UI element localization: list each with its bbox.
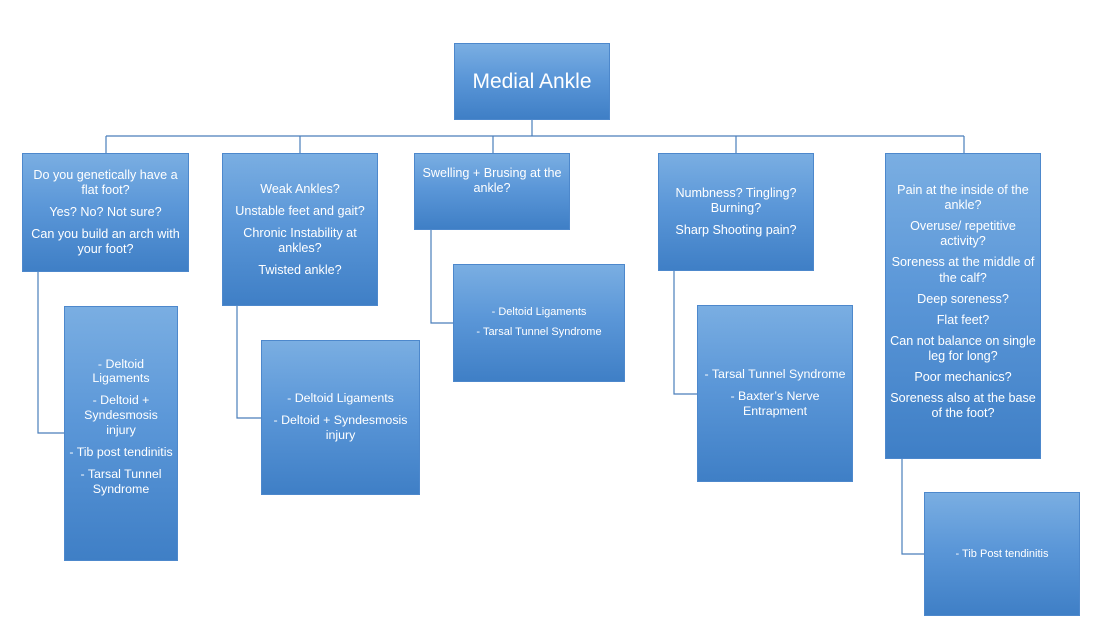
answer-text: - Tarsal Tunnel Syndrome xyxy=(704,367,846,381)
answer-text: - Deltoid Ligaments xyxy=(491,306,587,318)
question-text: Numbness? Tingling? Burning? xyxy=(675,186,797,216)
question-text: Weak Ankles? xyxy=(260,182,340,196)
question-node-pain-inside: Pain at the inside of the ankle? Overuse… xyxy=(885,153,1041,459)
question-text: Flat feet? xyxy=(936,312,990,327)
question-text: Sharp Shooting pain? xyxy=(675,223,797,238)
question-text: Chronic Instability at ankles? xyxy=(243,226,357,256)
question-text: Can you build an arch with your foot? xyxy=(31,227,180,257)
question-text: Unstable feet and gait? xyxy=(235,204,365,219)
question-text: Pain at the inside of the ankle? xyxy=(897,183,1029,213)
question-text: Soreness also at the base of the foot? xyxy=(890,391,1036,421)
question-node-flat-foot: Do you genetically have a flat foot? Yes… xyxy=(22,153,189,272)
answer-node-weak-ankles: - Deltoid Ligaments - Deltoid + Syndesmo… xyxy=(261,340,420,495)
answer-text: - Tib post tendinitis xyxy=(69,444,173,459)
question-node-swelling: Swelling + Brusing at the ankle? xyxy=(414,153,570,230)
question-text: Overuse/ repetitive activity? xyxy=(910,219,1016,249)
question-text: Can not balance on single leg for long? xyxy=(890,333,1036,363)
root-title: Medial Ankle xyxy=(472,69,592,93)
answer-node-pain-inside: - Tib Post tendinitis xyxy=(924,492,1080,616)
answer-text: - Deltoid Ligaments xyxy=(92,356,150,386)
answer-text: - Deltoid + Syndesmosis injury xyxy=(84,393,158,437)
answer-node-numbness: - Tarsal Tunnel Syndrome - Baxter’s Nerv… xyxy=(697,305,853,482)
question-text: Yes? No? Not sure? xyxy=(49,205,162,220)
answer-node-flat-foot: - Deltoid Ligaments - Deltoid + Syndesmo… xyxy=(64,306,178,561)
answer-text: - Tarsal Tunnel Syndrome xyxy=(476,326,602,339)
answer-text: - Tarsal Tunnel Syndrome xyxy=(80,466,162,496)
answer-text: - Tib Post tendinitis xyxy=(955,548,1049,560)
question-text: Swelling + Brusing at the ankle? xyxy=(422,166,562,196)
answer-node-swelling: - Deltoid Ligaments - Tarsal Tunnel Synd… xyxy=(453,264,625,382)
question-node-weak-ankles: Weak Ankles? Unstable feet and gait? Chr… xyxy=(222,153,378,306)
answer-text: - Baxter’s Nerve Entrapment xyxy=(730,388,820,418)
answer-text: - Deltoid Ligaments xyxy=(287,391,394,405)
question-text: Do you genetically have a flat foot? xyxy=(33,168,178,198)
question-node-numbness: Numbness? Tingling? Burning? Sharp Shoot… xyxy=(658,153,814,271)
question-text: Poor mechanics? xyxy=(914,370,1012,385)
question-text: Deep soreness? xyxy=(917,291,1009,306)
question-text: Twisted ankle? xyxy=(258,263,342,278)
answer-text: - Deltoid + Syndesmosis injury xyxy=(273,412,408,442)
question-text: Soreness at the middle of the calf? xyxy=(891,255,1035,285)
root-node: Medial Ankle xyxy=(454,43,610,120)
